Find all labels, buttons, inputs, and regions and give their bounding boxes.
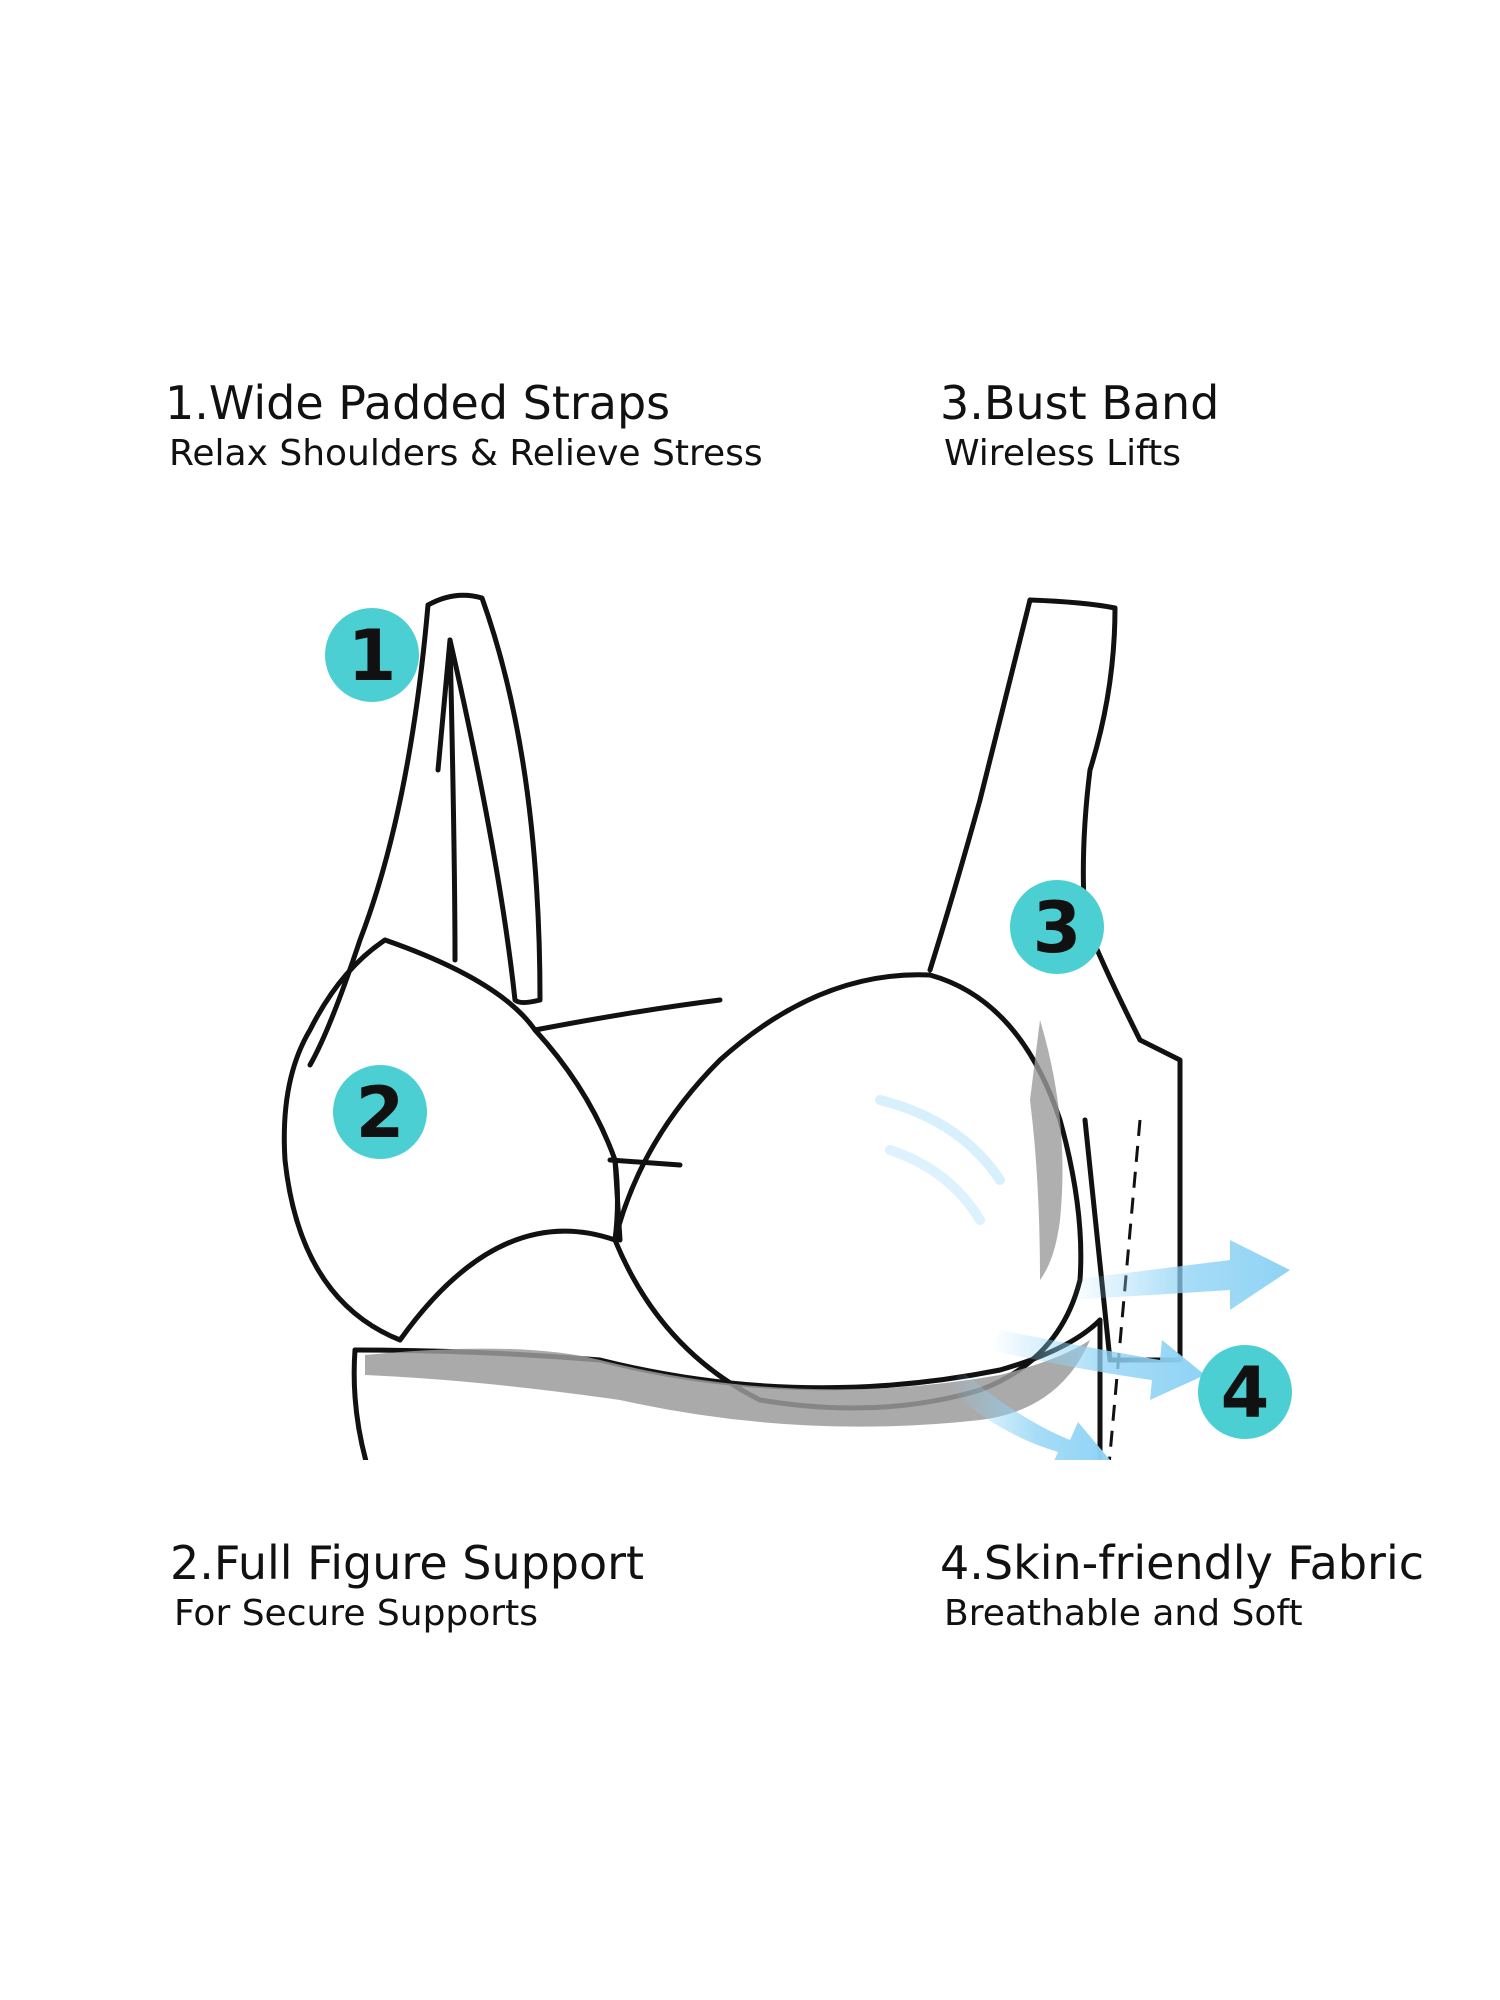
- badge-3-circle: [1010, 880, 1104, 974]
- badge-2-circle: [333, 1065, 427, 1159]
- badge-3-number: 3: [1033, 887, 1082, 969]
- right-strap: [1027, 597, 1183, 1363]
- feature-4-subtitle: Breathable and Soft: [944, 1593, 1303, 1634]
- badge-4-number: 4: [1221, 1352, 1270, 1434]
- breathable-arrows: [875, 1095, 1290, 1460]
- left-strap: [425, 592, 543, 1005]
- feature-2: 2.Full Figure Support For Secure Support…: [170, 1535, 644, 1637]
- badge-2: 2: [333, 1065, 427, 1159]
- badge-1-circle: [325, 608, 419, 702]
- feature-4-title: 4.Skin-friendly Fabric: [940, 1536, 1425, 1590]
- feature-2-title: 2.Full Figure Support: [170, 1536, 645, 1590]
- feature-1-subtitle: Relax Shoulders & Relieve Stress: [169, 433, 763, 474]
- feature-4: 4.Skin-friendly Fabric Breathable and So…: [940, 1535, 1424, 1637]
- badge-1-number: 1: [348, 615, 397, 697]
- badge-2-number: 2: [356, 1072, 405, 1154]
- badge-3: 3: [1010, 880, 1104, 974]
- side-wire-shade: [1030, 1020, 1063, 1280]
- feature-2-subtitle: For Secure Supports: [174, 1593, 538, 1634]
- feature-3-title: 3.Bust Band: [940, 376, 1220, 430]
- badge-4-circle: [1198, 1345, 1292, 1439]
- left-cup: [281, 937, 620, 1343]
- feature-1: 1.Wide Padded Straps Relax Shoulders & R…: [165, 375, 763, 477]
- band-shade: [365, 1340, 1090, 1427]
- badge-1: 1: [325, 608, 419, 702]
- bra-diagram: 1 2 3 4: [281, 592, 1292, 1460]
- feature-3: 3.Bust Band Wireless Lifts: [940, 375, 1219, 477]
- feature-1-title: 1.Wide Padded Straps: [165, 376, 671, 430]
- badge-4: 4: [1198, 1345, 1292, 1439]
- feature-3-subtitle: Wireless Lifts: [944, 433, 1182, 474]
